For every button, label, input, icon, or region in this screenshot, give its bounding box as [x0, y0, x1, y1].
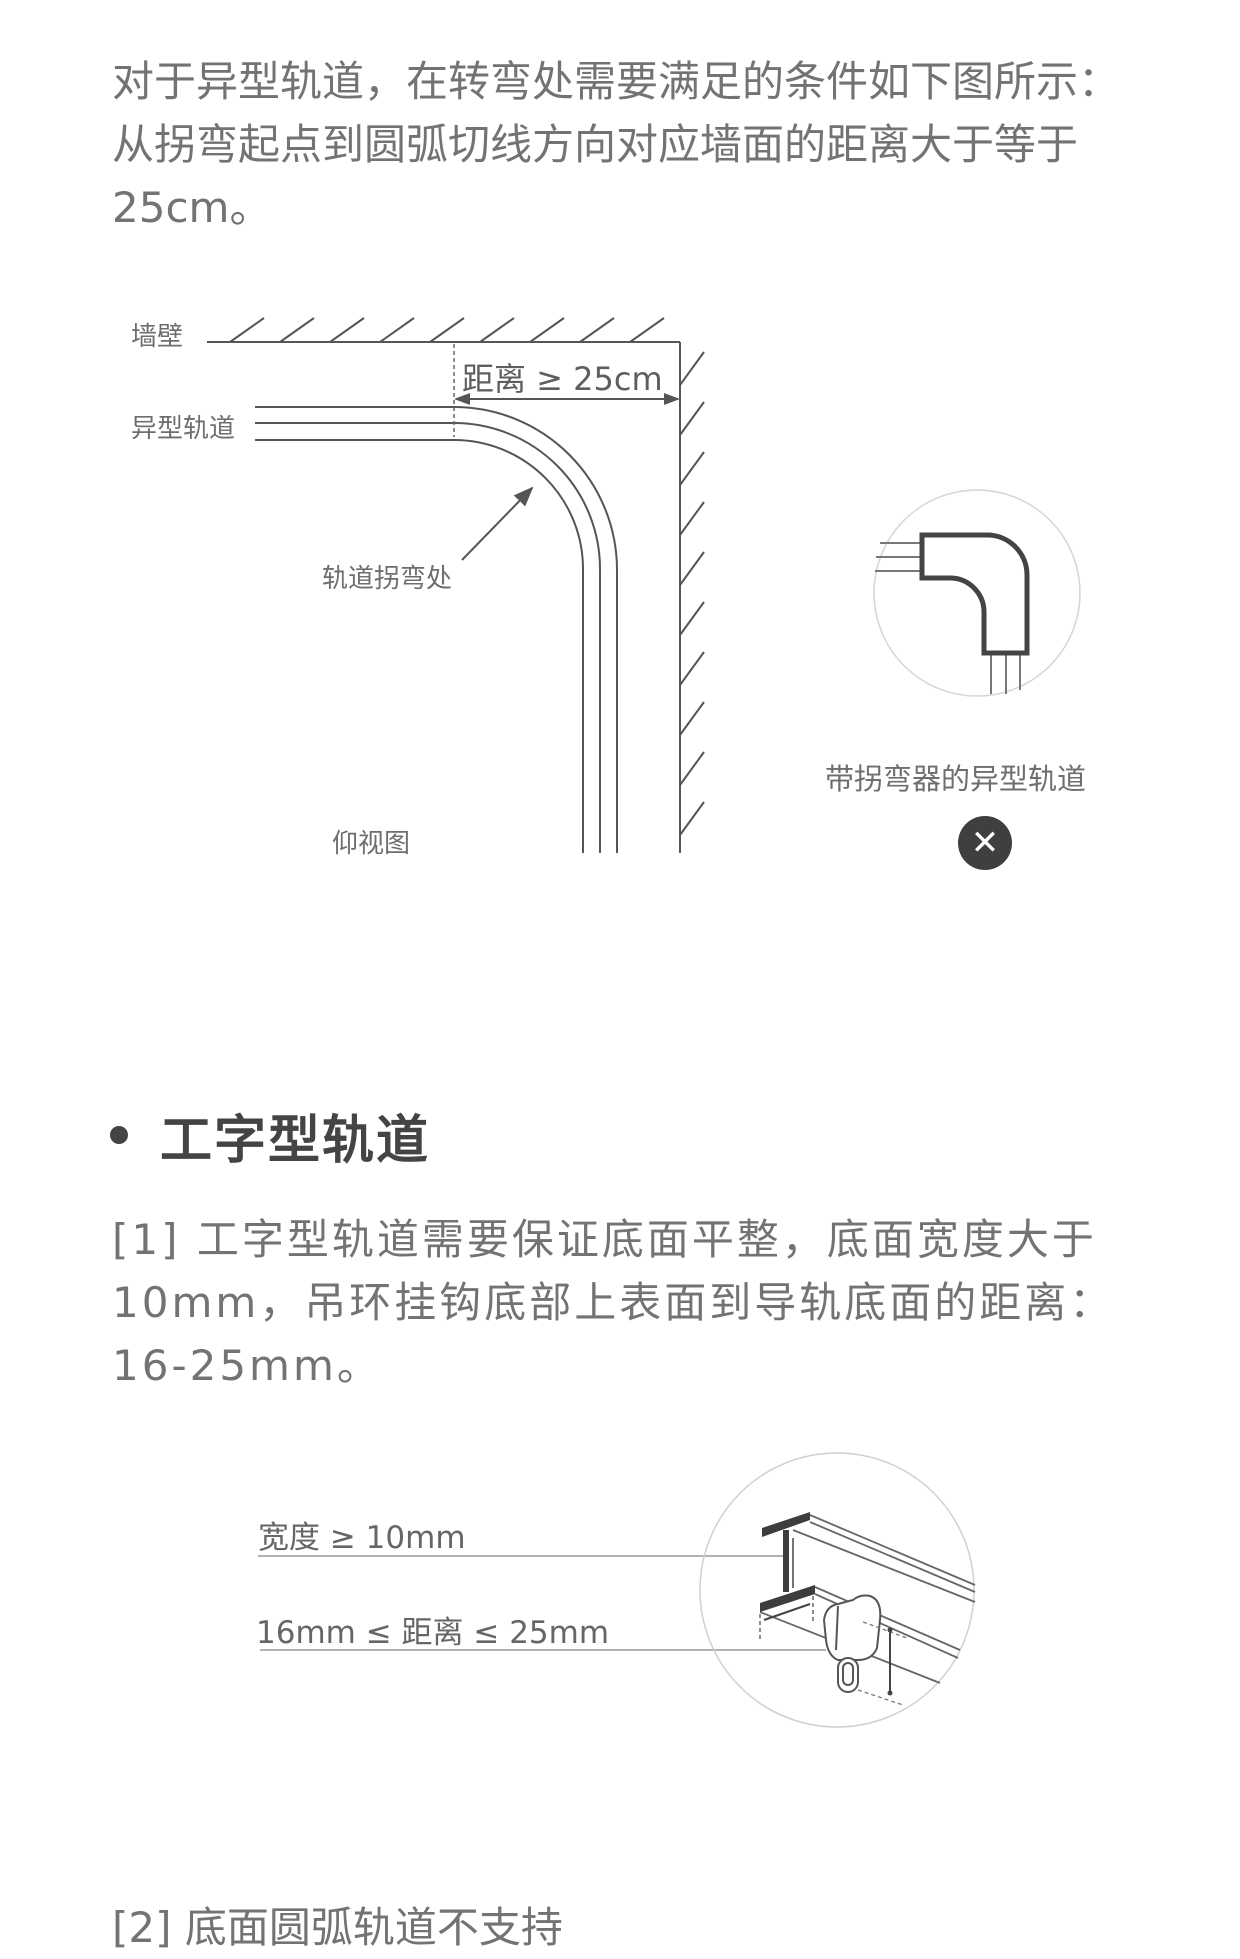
close-glyph: ✕: [970, 823, 1000, 863]
i-track-line-1: [1] 工字型轨道需要保证底面平整，底面宽度大于: [112, 1215, 1097, 1264]
close-icon: ✕: [958, 816, 1012, 870]
i-beam-magnifier-circle: [699, 1452, 975, 1728]
elbow-connector-icon: [919, 532, 1030, 656]
curtain-hook-icon: [822, 1594, 882, 1693]
view-label: 仰视图: [332, 829, 411, 859]
item-2-line: [2] 底面圆弧轨道不支持: [112, 1903, 563, 1952]
i-track-requirement-paragraph: [1] 工字型轨道需要保证底面平整，底面宽度大于 10mm，吊环挂钩底部上表面到…: [112, 1208, 1114, 1397]
width-label: 宽度 ≥ 10mm: [258, 1520, 466, 1556]
bullet-icon: [110, 1126, 128, 1144]
wall-label: 墙壁: [131, 322, 184, 352]
track-label: 异型轨道: [131, 414, 236, 444]
wall-hatching-right: [679, 342, 705, 853]
wall-hatching-top: [207, 317, 680, 343]
distance-label: 距离 ≥ 25cm: [462, 360, 663, 398]
section-title: 工字型轨道: [160, 1110, 431, 1171]
elbow-caption: 带拐弯器的异型轨道: [825, 762, 1087, 796]
distance-range-label: 16mm ≤ 距离 ≤ 25mm: [256, 1615, 610, 1651]
intro-line-2: 从拐弯起点到圆弧切线方向对应墙面的距离大于等于: [112, 120, 1079, 169]
bend-label: 轨道拐弯处: [322, 564, 453, 594]
i-track-line-2: 10mm，吊环挂钩底部上表面到导轨底面的距离：: [112, 1278, 1115, 1327]
section-heading: 工字型轨道: [110, 1100, 431, 1171]
item-2-paragraph: [2] 底面圆弧轨道不支持: [112, 1896, 563, 1959]
i-beam-profile: [760, 1512, 815, 1612]
i-track-line-3: 16-25mm。: [112, 1341, 382, 1390]
curved-track: [255, 406, 618, 853]
intro-line-3: 25cm。: [112, 183, 272, 232]
bend-pointer-arrow: [461, 486, 534, 561]
intro-line-1: 对于异型轨道，在转弯处需要满足的条件如下图所示：: [112, 57, 1121, 106]
elbow-connector-illustration: [873, 489, 1081, 697]
intro-paragraph: 对于异型轨道，在转弯处需要满足的条件如下图所示： 从拐弯起点到圆弧切线方向对应墙…: [112, 50, 1120, 239]
curved-track-diagram: [207, 317, 1081, 853]
i-beam-rail-icon: [759, 1514, 976, 1684]
